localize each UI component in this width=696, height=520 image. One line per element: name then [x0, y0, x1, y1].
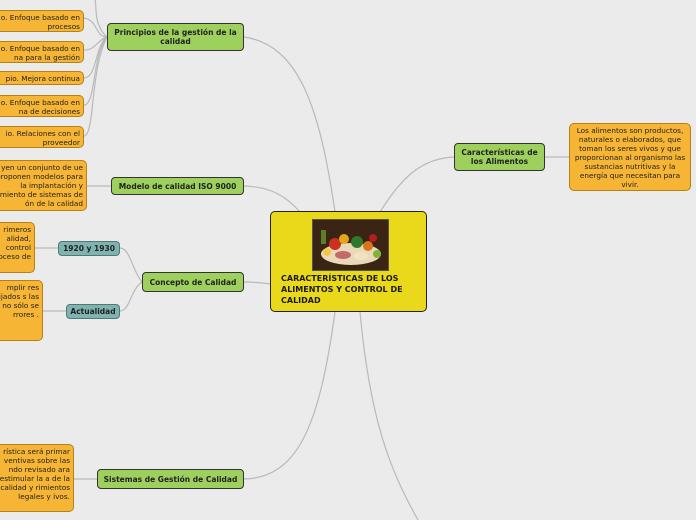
- principio-item[interactable]: io. Relaciones con el proveedor: [0, 126, 84, 148]
- topic-sistemas-gestion[interactable]: Sistemas de Gestión de Calidad: [97, 469, 244, 489]
- central-topic[interactable]: CARACTERÍSTICAS DE LOS ALIMENTOS Y CONTR…: [270, 211, 427, 312]
- link-central-bottom: [359, 311, 419, 520]
- subtopic-1920-1930[interactable]: 1920 y 1930: [58, 241, 120, 256]
- central-title: CARACTERÍSTICAS DE LOS ALIMENTOS Y CONTR…: [281, 274, 403, 305]
- link-principios-items: [83, 0, 108, 137]
- topic-principios[interactable]: Principios de la gestión de la calidad: [107, 23, 244, 51]
- topic-modelo-iso[interactable]: Modelo de calidad ISO 9000: [111, 177, 244, 195]
- era-1920-description[interactable]: rimeros alidad, control oceso de: [0, 222, 35, 273]
- principio-item[interactable]: o. Enfoque basado en na de decisiones: [0, 95, 84, 117]
- principio-item[interactable]: o. Enfoque basado en procesos: [0, 10, 84, 32]
- link-central-modelo: [243, 185, 301, 213]
- link-central-sistemas: [243, 311, 336, 480]
- topic-concepto[interactable]: Concepto de Calidad: [142, 272, 244, 292]
- subtopic-actualidad[interactable]: Actualidad: [66, 304, 120, 319]
- link-central-caracteristicas: [379, 156, 456, 213]
- food-illustration: [313, 220, 388, 270]
- principio-item[interactable]: o. Enfoque basado en na para la gestión: [0, 41, 84, 63]
- link-concepto-1920: [119, 247, 143, 283]
- topic-caracteristicas[interactable]: Características de los Alimentos: [454, 143, 545, 171]
- link-concepto-actualidad: [119, 281, 143, 312]
- principio-item[interactable]: pio. Mejora continua: [0, 71, 84, 85]
- caracteristicas-description[interactable]: Los alimentos son productos, naturales o…: [569, 123, 691, 191]
- modelo-description[interactable]: yen un conjunto de ue proponen modelos p…: [0, 160, 87, 211]
- food-image: [312, 219, 389, 271]
- sistemas-description[interactable]: rística será primar ventivas sobre las n…: [0, 444, 74, 512]
- actualidad-description[interactable]: mplir res fijados s las no sólo se rrore…: [0, 280, 43, 341]
- link-central-principios: [243, 36, 336, 213]
